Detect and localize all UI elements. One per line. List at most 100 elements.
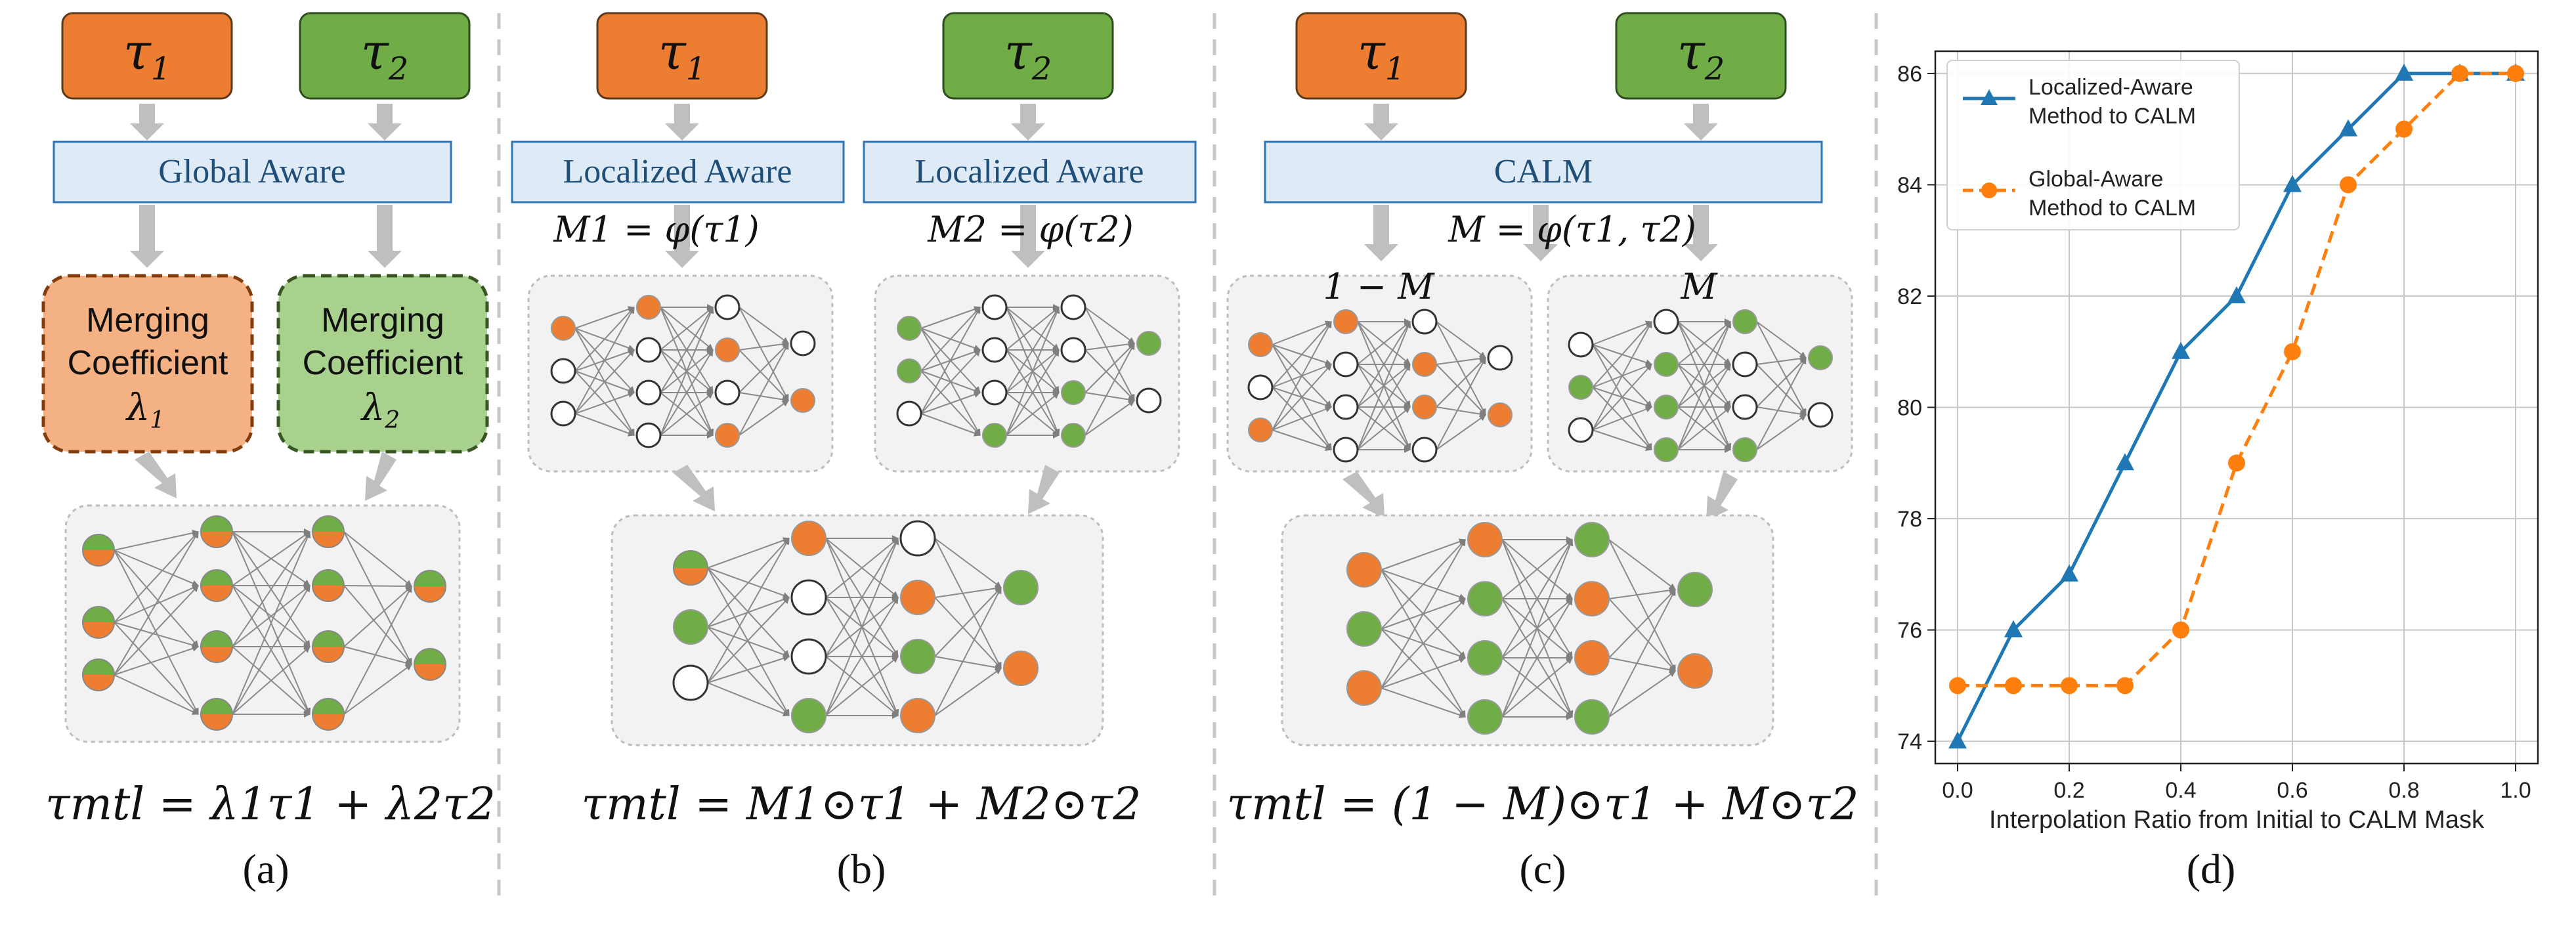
down-arrows (130, 104, 402, 268)
network-node (1487, 345, 1513, 371)
network-node (1654, 395, 1679, 420)
series-line-2 (1958, 72, 2516, 687)
network-node (1807, 402, 1834, 428)
x-tick-label: 1.0 (2500, 778, 2531, 803)
task1-box (1295, 12, 1467, 100)
merged-network-a (64, 504, 461, 743)
task1-label: τ (123, 22, 152, 81)
x-tick-label: 0.8 (2388, 778, 2419, 803)
series-point (2228, 454, 2245, 472)
task2-box (1615, 12, 1787, 100)
svg-text:τ1: τ1 (123, 22, 171, 87)
network-node (200, 569, 233, 602)
network-node (414, 570, 446, 603)
mask-label: M (1680, 266, 1718, 307)
series-point (2339, 119, 2357, 137)
task2-label: τ (1677, 22, 1706, 81)
diag-arrows-a (135, 452, 397, 501)
network-node (1654, 352, 1679, 377)
network-node (312, 698, 345, 731)
task2-label: τ (1004, 22, 1033, 81)
network-node (1411, 437, 1438, 463)
network-node (82, 534, 115, 567)
network-edges (707, 535, 1002, 719)
coef2-line1: Merging (321, 301, 444, 339)
svg-text:τ2: τ2 (1677, 22, 1725, 87)
series-point (2172, 621, 2189, 639)
task1-label: τ (658, 22, 687, 81)
network-node (1061, 380, 1086, 405)
merged-network-b (611, 514, 1104, 746)
svg-text:τ2: τ2 (361, 22, 409, 87)
network-node (1808, 345, 1833, 370)
diag-arrows-c (1342, 471, 1738, 521)
merging-coefficient-2 (276, 274, 489, 454)
network-node (714, 294, 741, 320)
x-tick-label: 0.4 (2165, 778, 2196, 803)
legend-label: Localized-Aware (2029, 75, 2193, 100)
network-node (635, 422, 662, 448)
network-node (1732, 394, 1758, 420)
network-node (982, 423, 1007, 448)
network-node (200, 698, 233, 731)
network-node (900, 639, 935, 674)
network-node (1333, 351, 1359, 377)
network-edges (920, 304, 1135, 439)
series-point (2061, 677, 2078, 695)
network-node (899, 520, 936, 557)
network-node (981, 337, 1008, 363)
network-node (900, 580, 935, 615)
panel-c: τ1 τ2 CALM M = φ(τ1, τ2) 1 − M M τmtl = … (1226, 12, 1859, 892)
legend-label: Method to CALM (2029, 196, 2196, 221)
series-point (2395, 63, 2413, 81)
task2-box (942, 12, 1114, 100)
panel-a: τ1 τ2 Global Aware Merging Coefficient λ… (41, 12, 496, 892)
series-point (2507, 64, 2524, 82)
network-node (1346, 552, 1382, 588)
network-node (1346, 670, 1382, 706)
task2-sub: 2 (1704, 51, 1725, 87)
network-node (672, 664, 709, 701)
task2-box (299, 12, 471, 100)
network-node (635, 337, 662, 363)
network-node (1488, 402, 1513, 427)
network-node (790, 330, 816, 356)
panel-separators (497, 13, 1878, 906)
y-tick-label: 84 (1897, 173, 1922, 198)
network-node (1574, 522, 1610, 557)
localized-aware-module-2 (863, 140, 1197, 204)
network-node (981, 379, 1008, 406)
calm-module (1264, 140, 1823, 204)
x-tick-label: 0.0 (1942, 778, 1973, 803)
network-node (673, 609, 708, 645)
legend-marker (1981, 183, 1997, 198)
network-node (1467, 640, 1503, 676)
coef2-line2: Coefficient (303, 344, 463, 382)
network-edges (114, 528, 412, 718)
network-edges (1272, 318, 1486, 453)
network-node (82, 658, 115, 691)
y-tick-label: 80 (1897, 396, 1922, 421)
task2-sub: 2 (1031, 51, 1052, 87)
network-node (312, 630, 345, 663)
network-node (900, 698, 935, 733)
network-node (1412, 352, 1437, 377)
series-point (1949, 677, 1966, 695)
network-node (981, 294, 1008, 320)
task2-sub: 2 (388, 51, 409, 87)
localized-aware-module-1 (511, 140, 845, 204)
panel-label-b: (b) (837, 846, 886, 892)
masked-network-c1 (1226, 274, 1533, 473)
network-node (200, 515, 233, 548)
x-tick-label: 0.2 (2053, 778, 2084, 803)
network-node (714, 379, 741, 406)
network-node (1411, 309, 1438, 335)
svg-text:λ2: λ2 (360, 387, 400, 434)
masked-network-b2 (874, 274, 1180, 473)
network-node (1467, 522, 1503, 557)
down-arrows (1364, 104, 1718, 261)
network-node (1003, 651, 1039, 686)
network-node (636, 295, 661, 320)
